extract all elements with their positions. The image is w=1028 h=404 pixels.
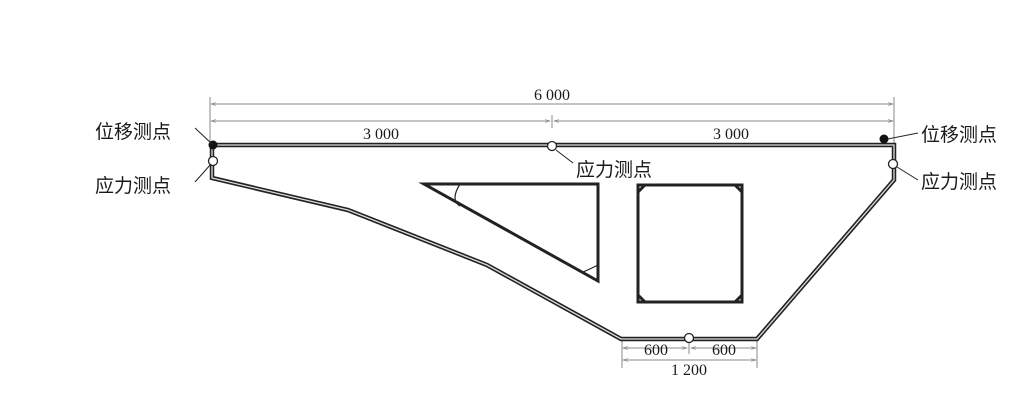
label-stress-middle: 应力测点 [576, 159, 652, 181]
label-stress-right: 应力测点 [921, 171, 997, 193]
rectangular-cell [636, 183, 744, 304]
dim-bottom-right: 600 [712, 342, 736, 359]
stress-point-right [887, 158, 899, 170]
label-displacement-left: 位移测点 [95, 121, 171, 143]
dim-left-half: 3 000 [363, 126, 399, 143]
dim-total-width: 6 000 [534, 87, 570, 104]
label-displacement-right: 位移测点 [921, 124, 997, 146]
dim-bottom-width: 1 200 [671, 362, 707, 379]
triangular-cell [418, 182, 600, 284]
stress-point-left [207, 155, 219, 167]
extension-lines [209, 97, 895, 368]
stress-point-middle [546, 140, 558, 152]
dim-bottom-left: 600 [644, 342, 668, 359]
displacement-point-right [879, 134, 889, 144]
dimension-lines [209, 102, 895, 362]
dim-right-half: 3 000 [713, 126, 749, 143]
section-outline [209, 142, 897, 342]
label-stress-left: 应力测点 [95, 175, 171, 197]
leader-lines [194, 127, 919, 183]
stress-point-bottom [683, 332, 695, 344]
